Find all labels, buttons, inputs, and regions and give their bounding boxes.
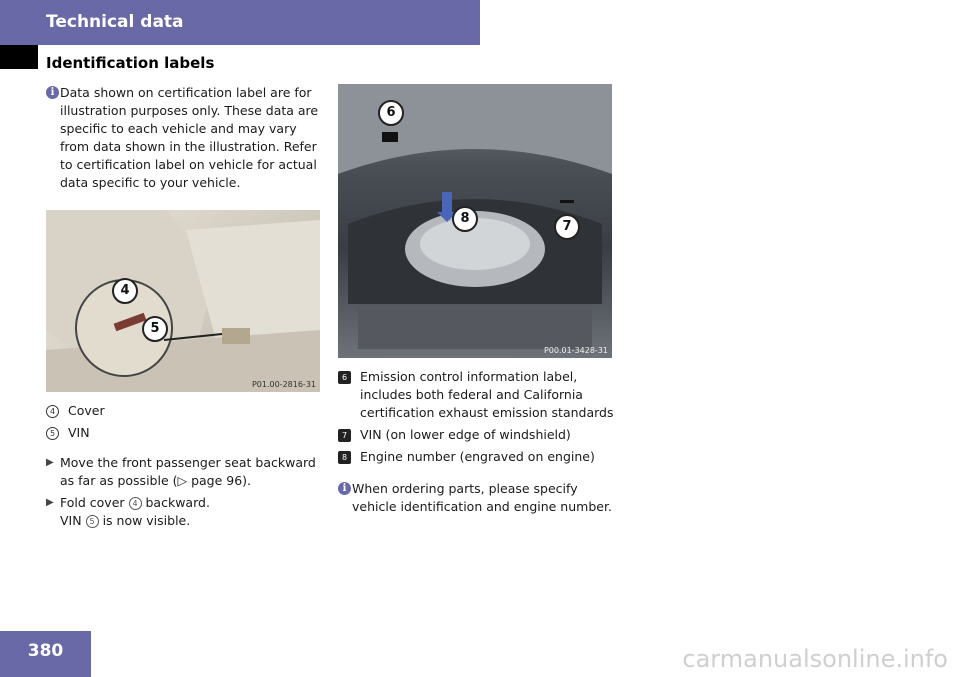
info-icon: i (338, 482, 351, 495)
number-badge: 7 (338, 429, 351, 442)
legend-item: 4 Cover (46, 402, 326, 420)
step-text-post: is now visible. (102, 513, 191, 528)
callout-4: 4 (112, 278, 138, 304)
engine-photo: 6 8 7 P00.01-3428-31 (338, 84, 612, 358)
step-text-post: backward. (145, 495, 210, 510)
instruction-steps: ▶ Move the front passenger seat backward… (46, 454, 326, 530)
step-item: ▶ Move the front passenger seat backward… (46, 454, 326, 490)
triangle-right-icon: ▶ (46, 457, 54, 468)
photo-code: P00.01-3428-31 (543, 346, 608, 355)
header-bar (0, 0, 480, 45)
step-text-pre: Fold cover (60, 495, 125, 510)
callout-6: 6 (378, 100, 404, 126)
chapter-title: Technical data (46, 12, 184, 32)
info-note-parts: i When ordering parts, please specify ve… (338, 480, 618, 516)
number-badge: 4 (46, 405, 59, 418)
callout-8: 8 (452, 206, 478, 232)
triangle-right-icon: ▶ (46, 497, 54, 508)
info-text: When ordering parts, please specify vehi… (352, 481, 612, 514)
legend-item: 5 VIN (46, 424, 326, 442)
number-badge: 5 (85, 515, 99, 528)
step-item: ▶ Fold cover 4 backward. VIN 5 is now vi… (46, 494, 326, 530)
callout-7: 7 (554, 214, 580, 240)
callout-5: 5 (142, 316, 168, 342)
legend-text: Engine number (engraved on engine) (360, 449, 595, 464)
info-text: Data shown on certification label are fo… (60, 85, 319, 190)
watermark: carmanualsonline.info (682, 645, 948, 673)
step-text: Move the front passenger seat backward a… (60, 455, 316, 488)
legend-text: Cover (68, 403, 105, 418)
legend-item: 7 VIN (on lower edge of windshield) (338, 426, 618, 444)
right-legend: 6 Emission control information label, in… (338, 368, 618, 466)
number-badge: 4 (128, 497, 142, 510)
right-column: 6 8 7 P00.01-3428-31 6 Emission control … (338, 84, 618, 516)
number-badge: 8 (338, 451, 351, 464)
legend-item: 8 Engine number (engraved on engine) (338, 448, 618, 466)
number-badge: 5 (46, 427, 59, 440)
legend-text: VIN (68, 425, 90, 440)
number-badge: 6 (338, 371, 351, 384)
legend-text: Emission control information label, incl… (360, 369, 614, 420)
section-marker (0, 45, 38, 69)
seat-photo: 4 5 P01.00-2816-31 (46, 210, 320, 392)
seat-illustration (46, 210, 320, 392)
info-note-certification: i Data shown on certification label are … (46, 84, 326, 192)
section-title: Identification labels (46, 54, 215, 72)
legend-item: 6 Emission control information label, in… (338, 368, 618, 422)
step-text-pre: VIN (60, 513, 82, 528)
legend-text: VIN (on lower edge of windshield) (360, 427, 571, 442)
engine-illustration (338, 84, 612, 349)
page-number-box (0, 631, 91, 677)
page-number: 380 (27, 641, 64, 661)
left-legend: 4 Cover 5 VIN (46, 402, 326, 442)
info-icon: i (46, 86, 59, 99)
left-column: i Data shown on certification label are … (46, 84, 326, 534)
photo-code: P01.00-2816-31 (251, 380, 316, 389)
